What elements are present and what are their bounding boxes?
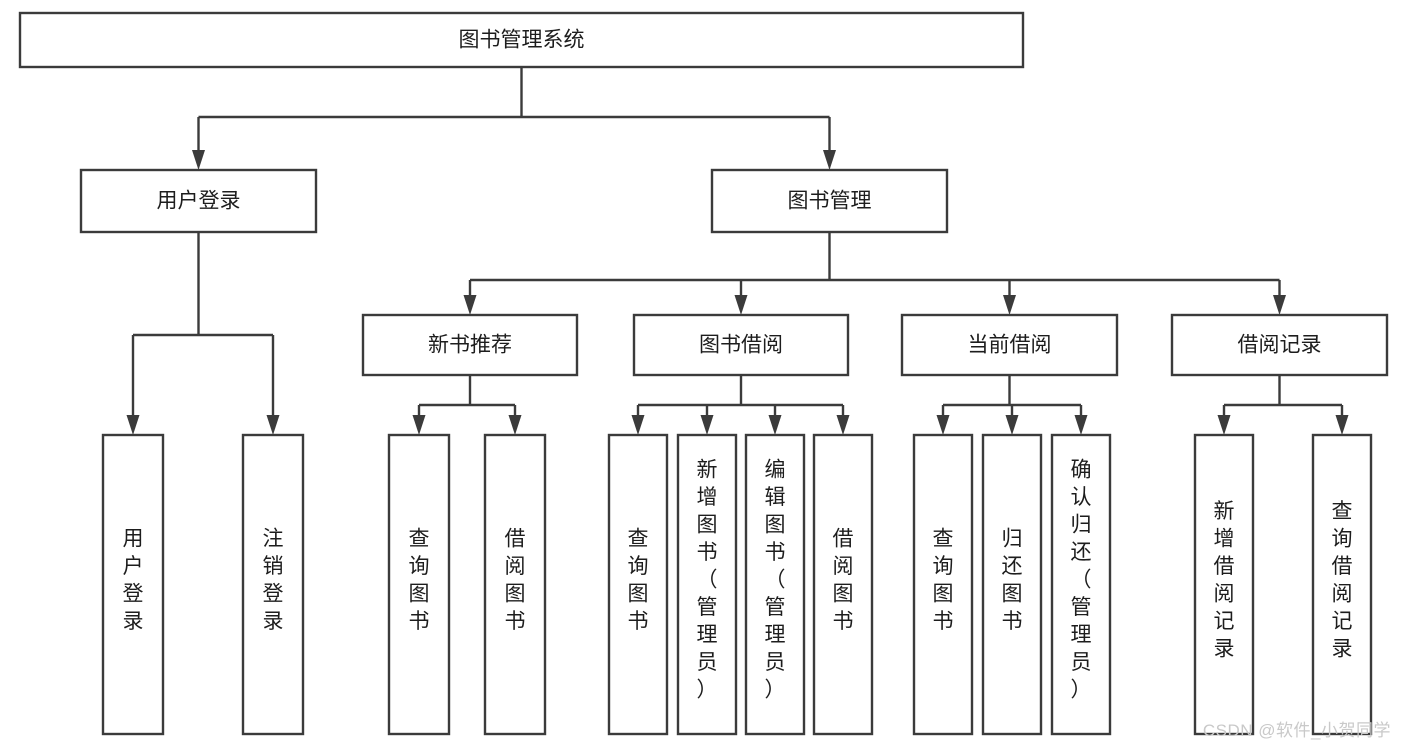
node-box[interactable] — [1193, 433, 1255, 736]
connector-group-book_manage — [463, 232, 1286, 315]
node-current-borrow[interactable]: 当前借阅 — [900, 313, 1119, 377]
node-label: 新书推荐 — [428, 334, 512, 357]
arrow-head-icon — [126, 415, 140, 435]
node-box[interactable] — [101, 433, 165, 736]
node-leaf-query-book-1[interactable]: 查询图书 — [387, 433, 451, 736]
node-label: 确认归还（管理员） — [1071, 459, 1092, 702]
node-leaf-return-book[interactable]: 归还图书 — [981, 433, 1043, 736]
node-leaf-query-record[interactable]: 查询借阅记录 — [1311, 433, 1373, 736]
node-borrow-record[interactable]: 借阅记录 — [1170, 313, 1389, 377]
node-box[interactable] — [981, 433, 1043, 736]
node-label: 借阅图书 — [833, 527, 854, 633]
node-leaf-edit-book[interactable]: 编辑图书（管理员） — [744, 433, 806, 736]
node-leaf-logout[interactable]: 注销登录 — [241, 433, 305, 736]
node-label: 用户登录 — [123, 527, 144, 633]
node-root[interactable]: 图书管理系统 — [18, 11, 1025, 69]
arrow-head-icon — [192, 150, 205, 170]
node-label: 借阅记录 — [1238, 334, 1322, 357]
node-book-manage[interactable]: 图书管理 — [710, 168, 949, 234]
arrow-head-icon — [1217, 415, 1231, 435]
node-label: 编辑图书（管理员） — [765, 459, 786, 702]
node-box[interactable] — [900, 313, 1119, 377]
node-box[interactable] — [387, 433, 451, 736]
node-user-login[interactable]: 用户登录 — [79, 168, 318, 234]
node-leaf-add-book[interactable]: 新增图书（管理员） — [676, 433, 738, 736]
connector-group-borrow_record — [1217, 375, 1349, 435]
node-leaf-borrow-book-2[interactable]: 借阅图书 — [812, 433, 874, 736]
arrow-head-icon — [1005, 415, 1019, 435]
node-label: 用户登录 — [157, 190, 241, 213]
node-leaf-query-book-3[interactable]: 查询图书 — [912, 433, 974, 736]
node-box[interactable] — [18, 11, 1025, 69]
connector-group-new_book_rec — [412, 375, 522, 435]
arrow-head-icon — [836, 415, 850, 435]
node-label: 新增图书（管理员） — [697, 459, 718, 702]
node-leaf-user-login[interactable]: 用户登录 — [101, 433, 165, 736]
node-leaf-borrow-book-1[interactable]: 借阅图书 — [483, 433, 547, 736]
arrow-head-icon — [463, 295, 477, 315]
node-box[interactable] — [241, 433, 305, 736]
node-box[interactable] — [710, 168, 949, 234]
arrow-head-icon — [1074, 415, 1088, 435]
node-leaf-query-book-2[interactable]: 查询图书 — [607, 433, 669, 736]
node-label: 查询图书 — [933, 527, 954, 633]
node-leaf-confirm-return[interactable]: 确认归还（管理员） — [1050, 433, 1112, 736]
arrow-head-icon — [1273, 295, 1286, 315]
node-box[interactable] — [912, 433, 974, 736]
arrow-head-icon — [936, 415, 950, 435]
node-label: 新增借阅记录 — [1214, 500, 1235, 661]
arrow-head-icon — [823, 150, 836, 170]
node-box[interactable] — [361, 313, 579, 377]
watermark: CSDN @软件_小贺同学 — [1202, 721, 1391, 740]
node-box[interactable] — [79, 168, 318, 234]
node-label: 归还图书 — [1002, 527, 1023, 633]
arrow-head-icon — [412, 415, 426, 435]
connector-group-book_borrow — [631, 375, 850, 435]
node-box[interactable] — [676, 433, 738, 736]
connector-group-user_login — [126, 232, 280, 435]
node-box[interactable] — [483, 433, 547, 736]
node-leaf-add-record[interactable]: 新增借阅记录 — [1193, 433, 1255, 736]
node-label: 注销登录 — [263, 527, 284, 633]
node-label: 查询图书 — [409, 527, 430, 633]
node-label: 图书管理系统 — [459, 29, 585, 52]
arrow-head-icon — [700, 415, 714, 435]
node-label: 图书借阅 — [699, 334, 783, 357]
node-label: 图书管理 — [788, 190, 872, 213]
connector-group-root — [192, 67, 836, 170]
node-box[interactable] — [1050, 433, 1112, 736]
node-box[interactable] — [1311, 433, 1373, 736]
connector-group-current_borrow — [936, 375, 1088, 435]
arrow-head-icon — [631, 415, 645, 435]
arrow-head-icon — [734, 295, 748, 315]
node-label: 当前借阅 — [968, 334, 1052, 357]
node-box[interactable] — [632, 313, 850, 377]
arrow-head-icon — [1335, 415, 1349, 435]
node-book-borrow[interactable]: 图书借阅 — [632, 313, 850, 377]
arrow-head-icon — [266, 415, 280, 435]
node-box[interactable] — [1170, 313, 1389, 377]
arrow-head-icon — [508, 415, 522, 435]
node-label: 查询借阅记录 — [1332, 500, 1353, 661]
node-box[interactable] — [812, 433, 874, 736]
node-label: 借阅图书 — [505, 527, 526, 633]
node-box[interactable] — [744, 433, 806, 736]
node-box[interactable] — [607, 433, 669, 736]
node-label: 查询图书 — [628, 527, 649, 633]
node-new-book-rec[interactable]: 新书推荐 — [361, 313, 579, 377]
arrow-head-icon — [768, 415, 782, 435]
arrow-head-icon — [1003, 295, 1016, 315]
